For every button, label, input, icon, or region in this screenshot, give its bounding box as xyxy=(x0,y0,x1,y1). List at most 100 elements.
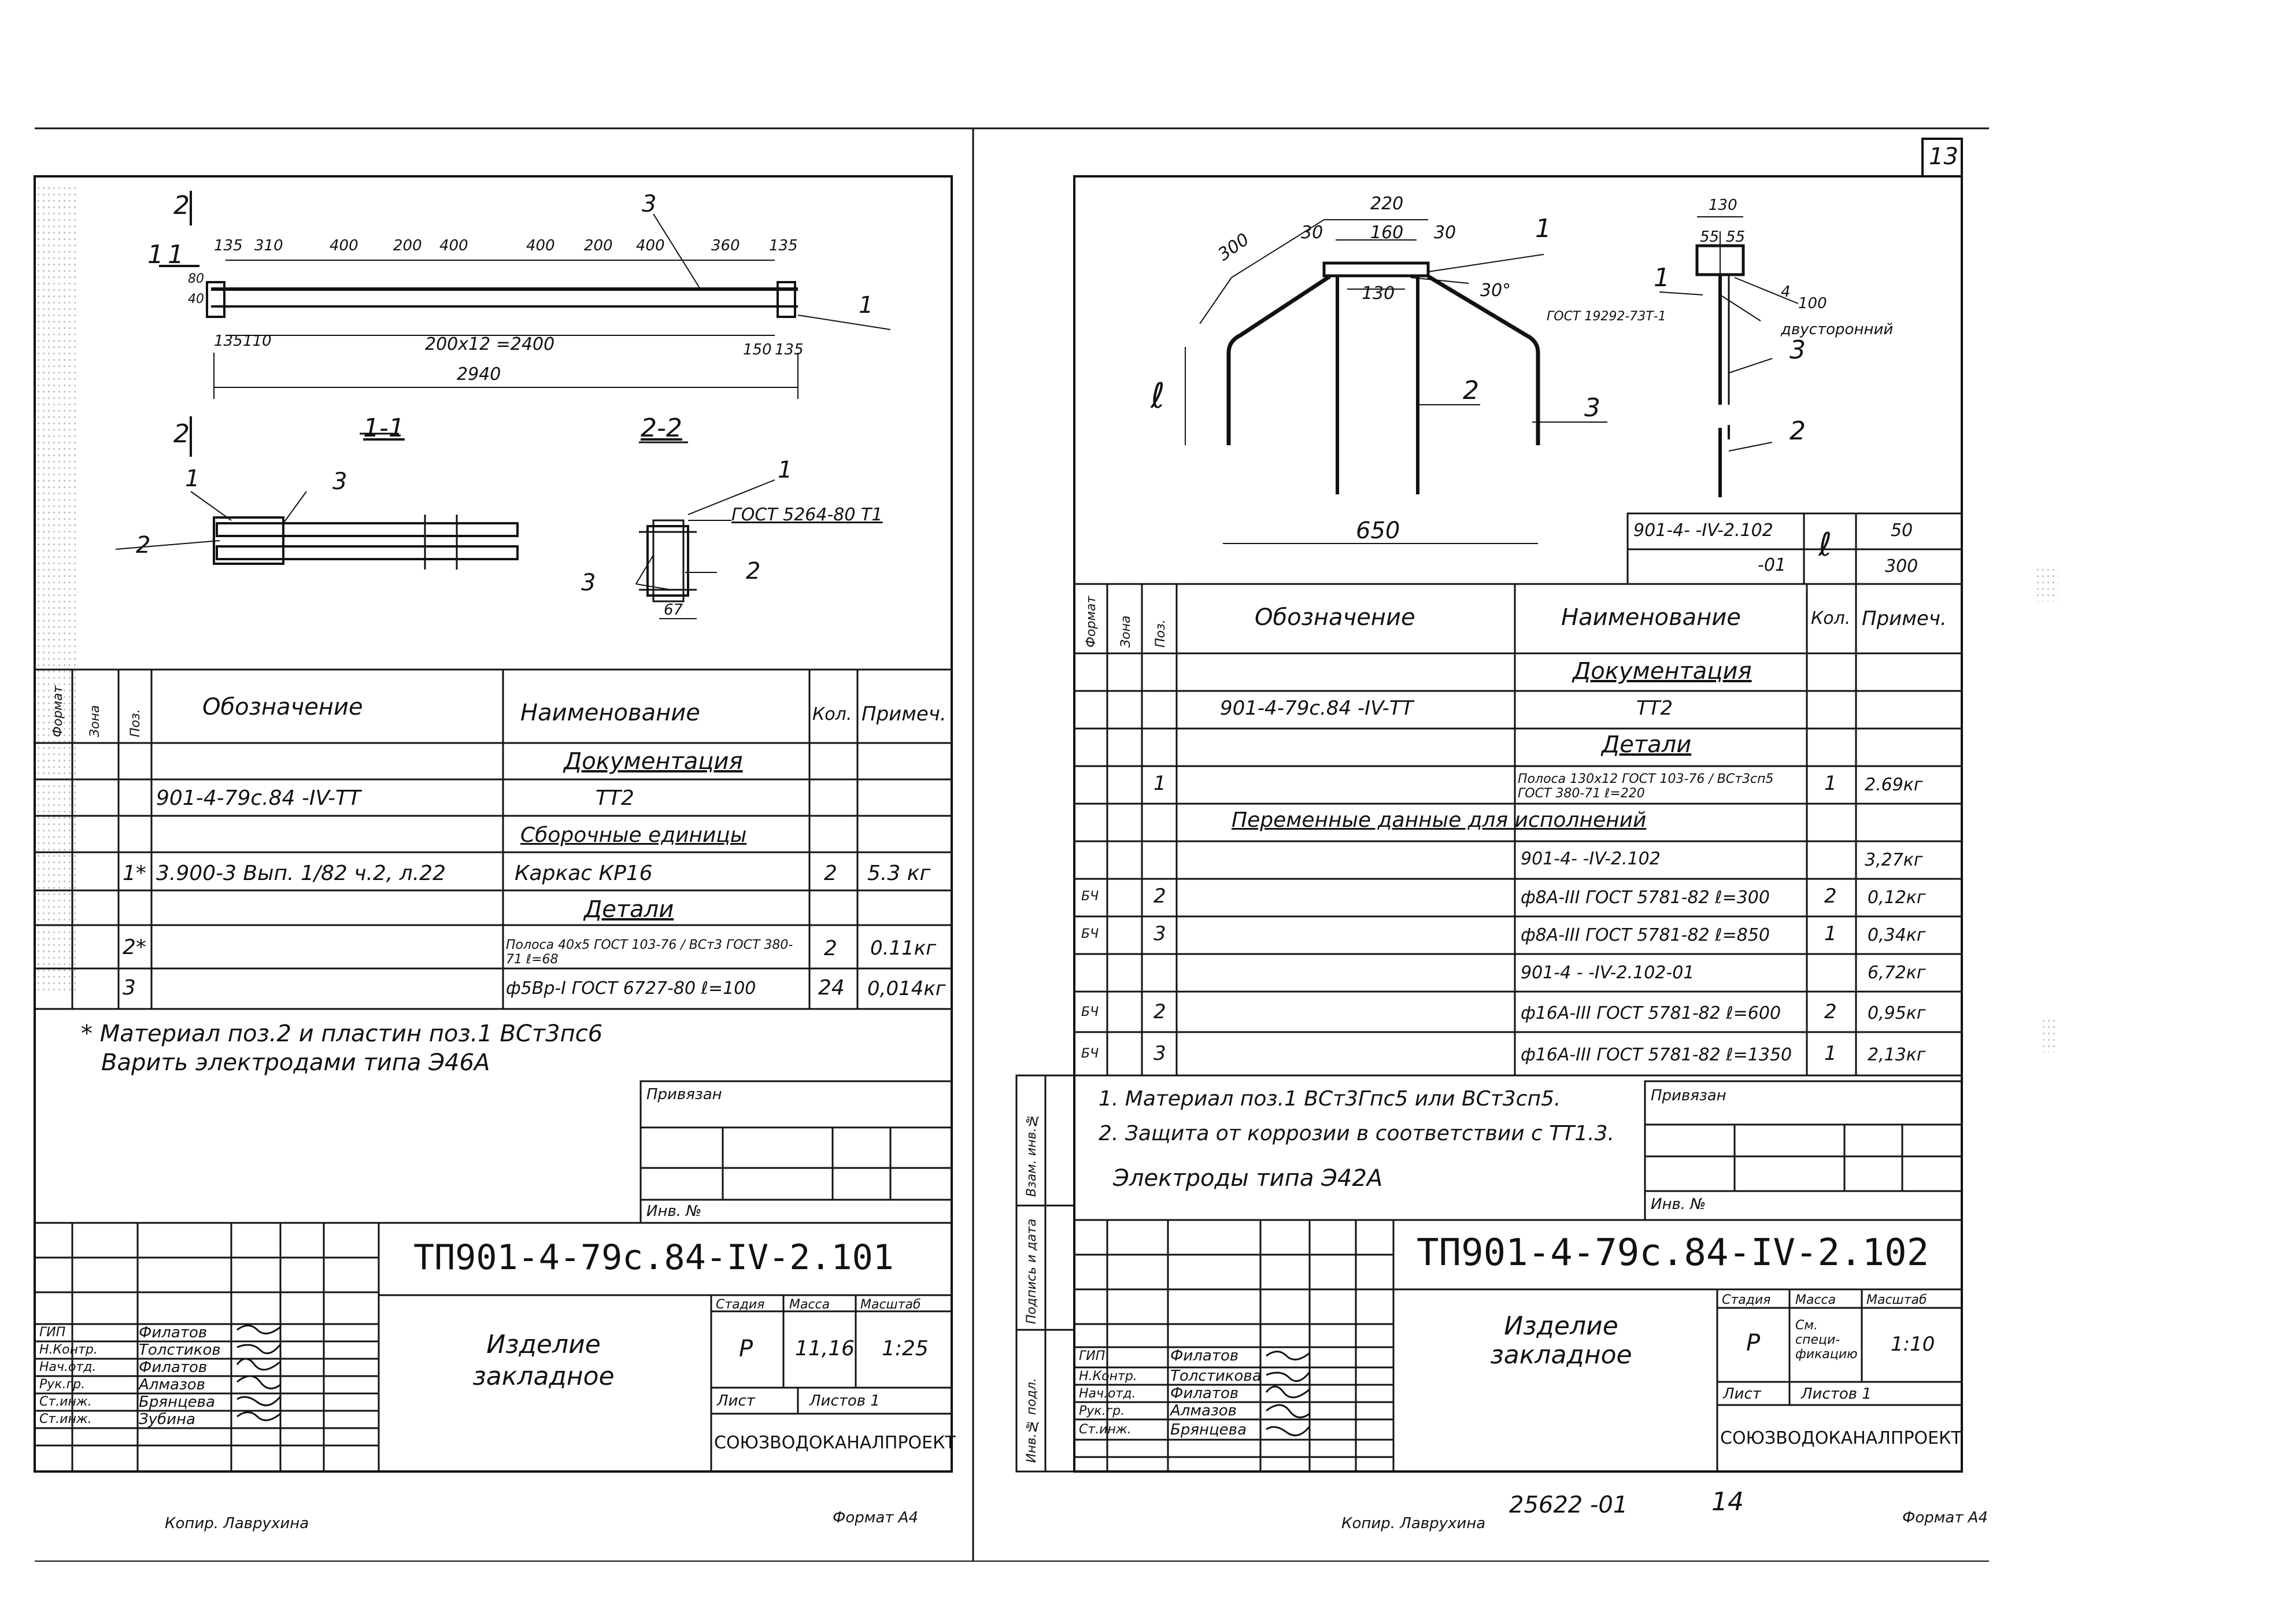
scale-value: 1:10 xyxy=(1891,1333,1935,1356)
note-line: * Материал поз.2 и пластин поз.1 ВСт3пс6 xyxy=(81,1021,603,1047)
dim-label: 55 xyxy=(1726,228,1746,246)
person-name: Филатов xyxy=(1170,1347,1239,1365)
person-name: Алмазов xyxy=(1170,1402,1237,1419)
copier-note: Копир. Лаврухина xyxy=(165,1515,309,1532)
role: Н.Контр. xyxy=(1079,1369,1137,1384)
dim-label: 130 xyxy=(1362,283,1395,304)
dim-label: 130 xyxy=(1709,197,1737,214)
scan-noise xyxy=(2041,1018,2058,1052)
callout: 1 xyxy=(778,457,793,483)
callout: 1 xyxy=(1535,214,1551,243)
spec-name: Полоса 40х5 ГОСТ 103-76 / ВСт3 ГОСТ 380-… xyxy=(506,938,793,967)
left-plan-view xyxy=(159,191,891,457)
section-mark: 2 xyxy=(173,419,190,449)
dim-label: ℓ xyxy=(1151,376,1165,416)
dim-label: 650 xyxy=(1356,517,1400,544)
col-header-qty: Кол. xyxy=(812,704,852,724)
mass-header: Масса xyxy=(1795,1293,1836,1307)
spec-name: Полоса 130х12 ГОСТ 103-76 / ВСт3сп5 ГОСТ… xyxy=(1518,772,1774,801)
callout: 2 xyxy=(1790,416,1806,446)
dim-label: 135 xyxy=(775,341,804,358)
dim-label: 200 xyxy=(393,237,422,254)
right-title-grid xyxy=(1074,1219,1962,1471)
spec-pos: 2 xyxy=(1153,1000,1166,1023)
left-section-2-2 xyxy=(635,441,775,619)
spec-designation: 3.900-3 Вып. 1/82 ч.2, л.22 xyxy=(156,862,446,885)
dim-label: 55 xyxy=(1700,228,1720,246)
overall-dim: 2940 xyxy=(457,364,501,384)
dim-label: 67 xyxy=(664,601,683,619)
person-name: Алмазов xyxy=(139,1376,206,1393)
role: Нач.отд. xyxy=(39,1360,97,1374)
spec-name: ф5Вр-I ГОСТ 6727-80 ℓ=100 xyxy=(506,978,756,999)
dim-label: 400 xyxy=(439,237,468,254)
callout: 3 xyxy=(642,191,657,217)
spec-note: 2,13кг xyxy=(1868,1045,1926,1065)
variant-l-value: 300 xyxy=(1885,556,1918,576)
dim-label: 40 xyxy=(188,292,204,306)
spec-name: Каркас КР16 xyxy=(515,862,653,885)
col-header-qty: Кол. xyxy=(1811,608,1851,628)
spec-pos: 3 xyxy=(1153,922,1166,945)
dim-label: 100 xyxy=(1798,295,1827,312)
spec-qty: 2 xyxy=(1824,885,1837,908)
sheet-sequence: 14 xyxy=(1711,1487,1744,1517)
left-spec-grid xyxy=(35,668,952,1010)
spec-section-heading: Переменные данные для исполнений xyxy=(1232,808,1647,832)
dim-label: 310 xyxy=(254,237,283,254)
person-name: Толстикова xyxy=(1170,1367,1262,1385)
spec-note: 0,014кг xyxy=(867,977,946,1000)
person-name: Брянцева xyxy=(1170,1421,1247,1439)
right-elevation-view xyxy=(1185,219,1607,544)
spec-pos: 1 xyxy=(1153,772,1166,795)
callout: 3 xyxy=(1790,335,1806,365)
left-title-grid xyxy=(35,1222,952,1471)
format-note: Формат А4 xyxy=(833,1509,919,1526)
section-mark: 2 xyxy=(173,191,190,220)
spec-note: 0,95кг xyxy=(1868,1003,1926,1023)
spec-pos: 3 xyxy=(123,976,136,1000)
variant-l-value: 50 xyxy=(1891,520,1913,541)
left-frame xyxy=(34,175,953,1473)
binding-label: Привязан xyxy=(646,1086,722,1103)
col-header-note: Примеч. xyxy=(862,703,947,726)
stage-value: Р xyxy=(1746,1330,1761,1356)
sheet-header: Лист xyxy=(1723,1385,1761,1403)
role: Рук.гр. xyxy=(1079,1404,1125,1418)
right-side-strip xyxy=(1015,1074,1075,1473)
spec-name: ф16А-III ГОСТ 5781-82 ℓ=1350 xyxy=(1521,1045,1792,1065)
spec-qty: 2 xyxy=(824,937,837,960)
callout: 2 xyxy=(746,558,761,585)
spec-pos: 2 xyxy=(1153,885,1166,908)
dim-label: 30 xyxy=(1301,223,1323,243)
spec-note: 0,34кг xyxy=(1868,925,1926,945)
person-name: Филатов xyxy=(139,1324,208,1341)
callout: 3 xyxy=(332,468,347,495)
sheets-header: Листов 1 xyxy=(809,1392,880,1410)
spec-section-heading: Детали xyxy=(1602,731,1692,758)
spec-format: БЧ xyxy=(1081,889,1099,904)
person-name: Филатов xyxy=(139,1359,208,1376)
document-code: ТП901-4-79с.84-IV-2.101 xyxy=(413,1237,894,1278)
callout: 2 xyxy=(136,532,151,559)
role: Ст.инж. xyxy=(39,1395,92,1409)
item-name-line1: Изделие xyxy=(486,1330,601,1359)
role: ГИП xyxy=(1079,1349,1106,1363)
variant-l-label: ℓ xyxy=(1818,526,1832,564)
dim-label: 4 xyxy=(1781,283,1791,301)
spec-note: 0,12кг xyxy=(1868,888,1926,908)
person-name: Филатов xyxy=(1170,1385,1239,1402)
role: ГИП xyxy=(39,1325,66,1340)
spec-qty: 1 xyxy=(1824,922,1837,945)
role: Нач.отд. xyxy=(1079,1387,1136,1401)
spec-name: ТТ2 xyxy=(1636,697,1673,720)
callout: 1 xyxy=(185,465,200,492)
section-mark: 1 xyxy=(168,240,184,269)
gost-note: ГОСТ 19292-73Т-1 xyxy=(1547,309,1666,324)
spec-note: 6,72кг xyxy=(1868,963,1926,983)
right-side-view xyxy=(1659,216,1799,497)
copier-note: Копир. Лаврухина xyxy=(1341,1515,1486,1532)
dim-label: двусторонний xyxy=(1781,321,1894,338)
